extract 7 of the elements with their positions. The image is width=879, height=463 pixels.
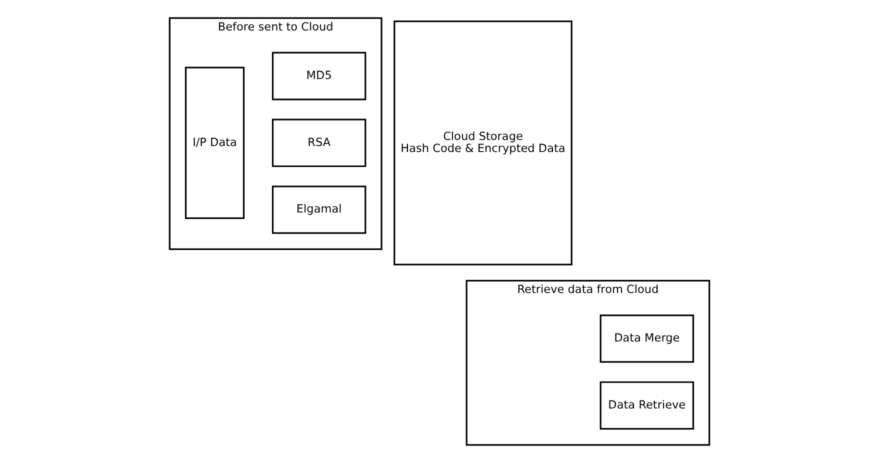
node-box: Elgamal bbox=[272, 186, 366, 234]
node-box: Cloud Storage Hash Code & Encrypted Data bbox=[394, 20, 572, 266]
node-box: MD5 bbox=[272, 52, 366, 100]
node-box: I/P Data bbox=[184, 66, 245, 220]
node-box: Data Merge bbox=[600, 314, 694, 363]
node-box: Data Retrieve bbox=[600, 381, 694, 430]
node-box: RSA bbox=[272, 118, 366, 168]
